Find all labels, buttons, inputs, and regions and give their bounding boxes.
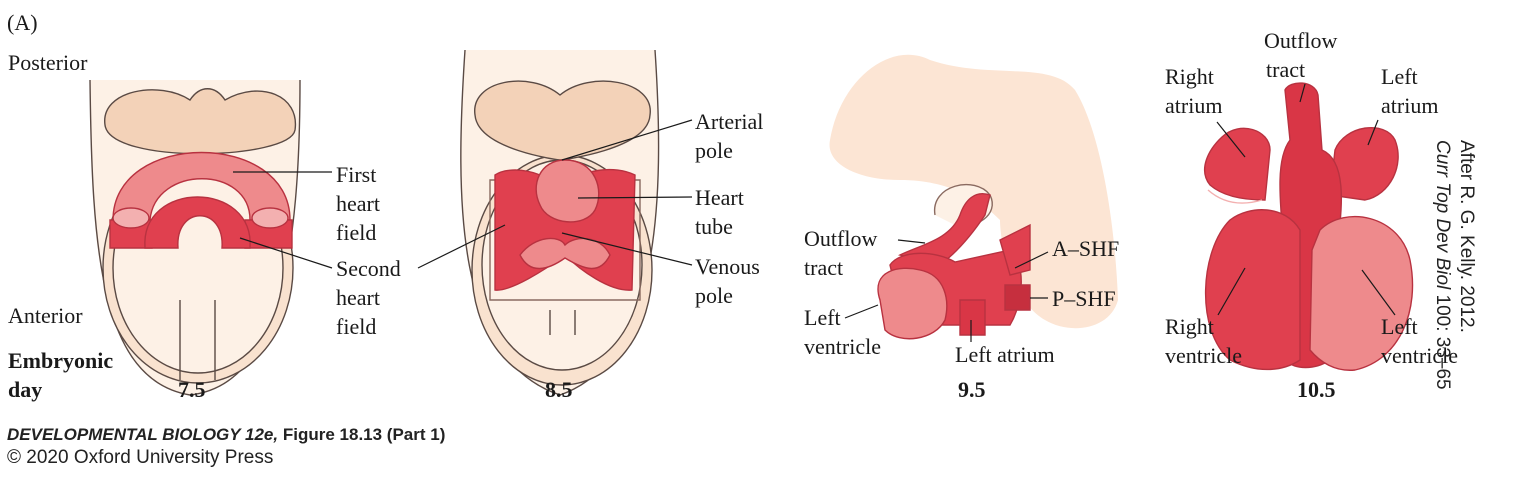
row-label-line1: Embryonic [8, 348, 114, 373]
day-label-9-5: 9.5 [958, 377, 986, 402]
figure-caption: DEVELOPMENTAL BIOLOGY 12e, Figure 18.13 … [7, 425, 446, 444]
embryo-day-10-5 [1204, 82, 1414, 371]
day-label-7-5: 7.5 [178, 377, 206, 402]
label-a-shf: A–SHF [1052, 236, 1120, 261]
row-label-line2: day [8, 377, 43, 402]
embryo-day-8-5 [460, 49, 660, 396]
day-label-10-5: 10.5 [1297, 377, 1336, 402]
leader-lines [233, 83, 1396, 342]
day-label-8-5: 8.5 [545, 377, 573, 402]
anterior-label: Anterior [8, 303, 83, 328]
panel-letter: (A) [7, 10, 38, 35]
embryo-day-7-5 [89, 79, 301, 396]
source-credit: After R. G. Kelly. 2012. Curr Top Dev Bi… [1432, 140, 1477, 390]
copyright-notice: © 2020 Oxford University Press [7, 447, 274, 468]
label-left-atrium-9-5: Left atrium [955, 342, 1055, 367]
label-p-shf: P–SHF [1052, 286, 1116, 311]
embryo-day-9-5 [829, 54, 1118, 340]
posterior-label: Posterior [8, 50, 88, 75]
